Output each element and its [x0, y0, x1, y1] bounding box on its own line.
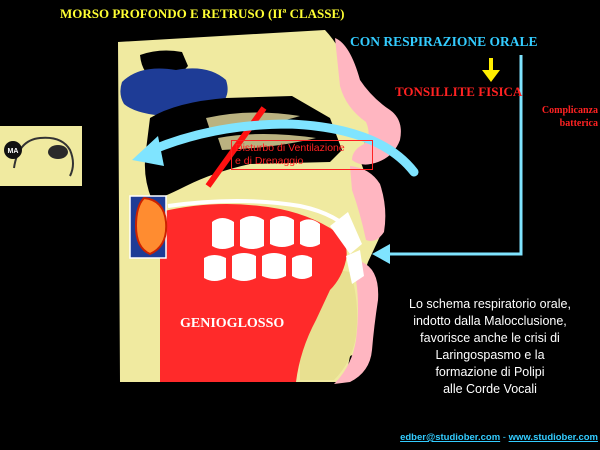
email-link[interactable]: edber@studiober.com	[400, 432, 501, 443]
description-line: favorisce anche le crisi di	[420, 331, 560, 345]
thumbnail-badge-icon	[4, 141, 22, 159]
down-arrow-head	[482, 70, 500, 82]
disturbance-callout: Disturbo di Ventilazione e di Drenaggio	[231, 140, 373, 170]
thumbnail-badge-text: MA	[8, 148, 19, 155]
muscle-label: GENIOGLOSSO	[180, 316, 285, 331]
page-title: MORSO PROFONDO E RETRUSO (IIª CLASSE)	[60, 6, 345, 21]
genioglossus-muscle	[160, 204, 347, 382]
blocked-nasal-airflow-arrow	[147, 119, 419, 177]
lower-teeth	[204, 250, 364, 284]
description-text: Lo schema respiratorio orale, indotto da…	[385, 296, 595, 398]
airflow-arrowhead	[132, 136, 164, 166]
footer-separator: -	[500, 432, 509, 443]
description-line: Laringospasmo e la	[435, 348, 545, 362]
tonsillitis-label: TONSILLITE FISICA	[395, 84, 523, 99]
upper-teeth	[212, 212, 362, 254]
nose	[335, 38, 401, 165]
respiration-label: CON RESPIRAZIONE ORALE	[350, 34, 538, 49]
description-line: formazione di Polipi	[435, 365, 545, 379]
website-link[interactable]: www.studiober.com	[508, 432, 598, 443]
description-line: indotto dalla Malocclusione,	[413, 314, 567, 328]
thumbnail-object-icon	[48, 145, 68, 159]
description-line: Lo schema respiratorio orale,	[409, 297, 571, 311]
inflamed-tonsil	[134, 196, 168, 256]
oral-airflow-path	[384, 55, 523, 256]
upper-lip	[350, 166, 386, 241]
footer: edber@studiober.com - www.studiober.com	[376, 432, 598, 443]
complication-label: Complicanza batterica	[541, 105, 598, 129]
description-line: alle Corde Vocali	[443, 382, 537, 396]
oral-airflow-arrowhead	[372, 244, 390, 264]
thumbnail-outline	[13, 136, 74, 177]
lower-lip-chin	[334, 262, 379, 384]
